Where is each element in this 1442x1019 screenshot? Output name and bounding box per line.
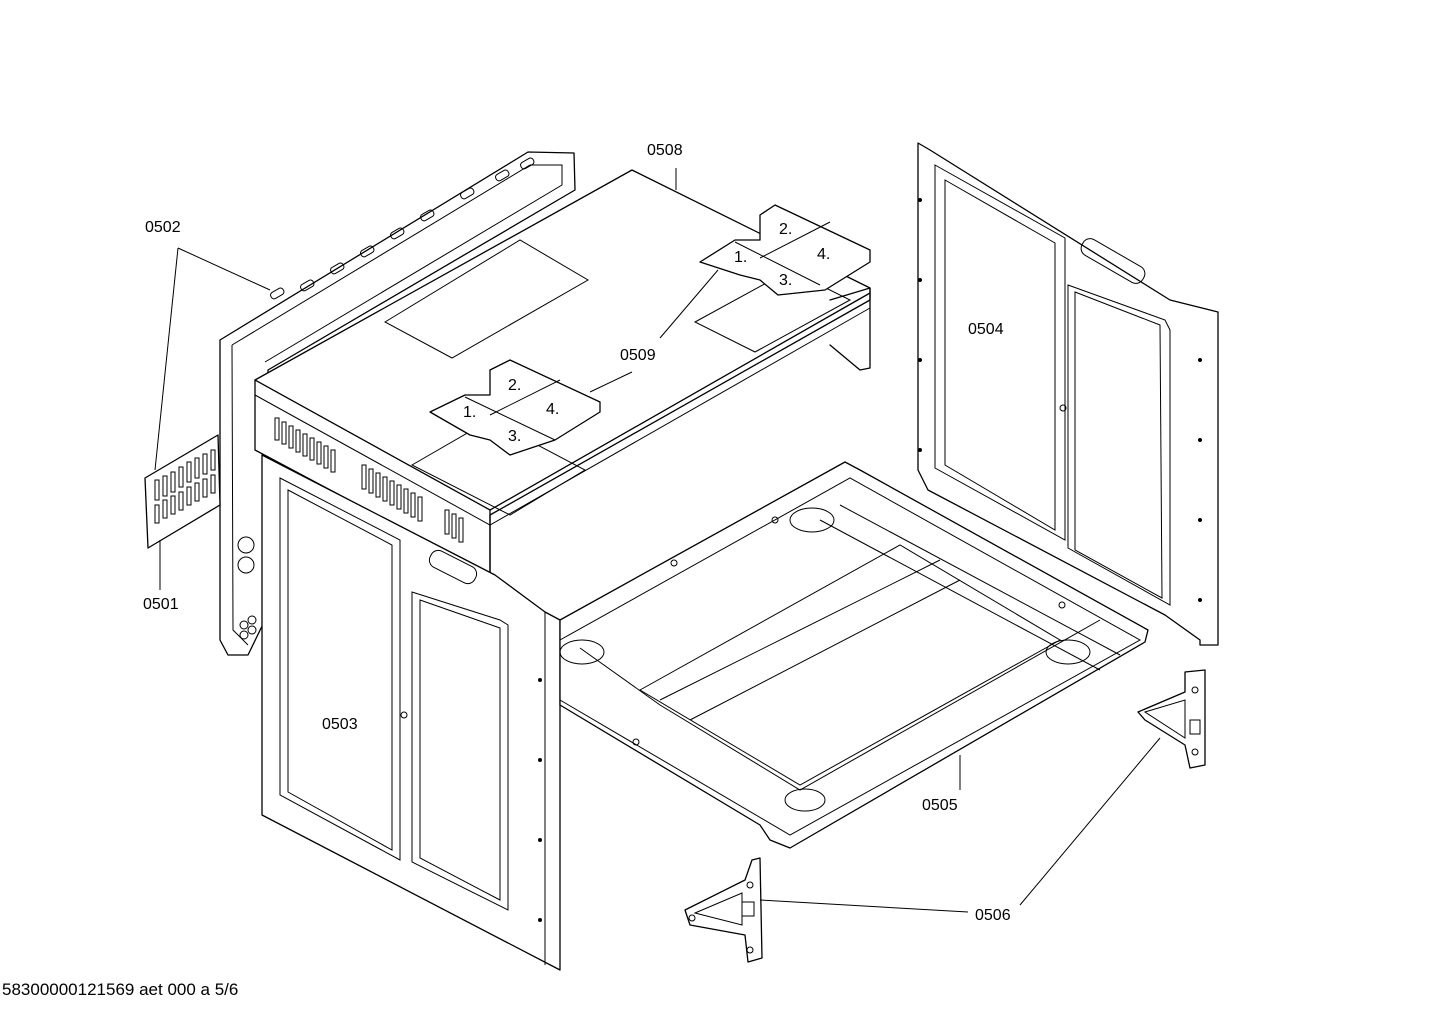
back-plate-slots (154, 449, 216, 524)
step-3-upper: 3. (779, 272, 792, 289)
top-cover-0508 (254, 169, 871, 576)
label-0503: 0503 (322, 716, 358, 733)
step-3-lower: 3. (508, 428, 521, 445)
step-2-upper: 2. (779, 221, 792, 238)
sticker-sheet-upper (699, 204, 871, 296)
vent-slots (270, 157, 535, 300)
side-vents (274, 417, 464, 543)
bottom-floor-panel-0505 (559, 461, 1149, 849)
step-2-lower: 2. (508, 377, 521, 394)
step-1-lower: 1. (463, 404, 476, 421)
step-1-upper: 1. (734, 249, 747, 266)
step-4-lower: 4. (546, 401, 559, 418)
bracket-lower-left-0506 (684, 857, 763, 963)
leader-lines (154, 168, 1161, 913)
step-4-upper: 4. (817, 246, 830, 263)
left-side-panel-0503 (261, 454, 561, 971)
label-0505: 0505 (922, 797, 958, 814)
sticker-step-labels: 2. 1. 4. 3. 2. 1. 4. 3. (463, 221, 830, 445)
bracket-upper-right-0506 (1137, 669, 1206, 769)
back-plate-0501 (144, 434, 221, 549)
label-0508: 0508 (647, 142, 683, 159)
right-side-panel-0504 (917, 142, 1219, 646)
label-0502: 0502 (145, 219, 181, 236)
part-labels: 0502 0501 0508 0509 0504 0503 0505 0506 (143, 142, 1011, 924)
sticker-sheet-lower (429, 359, 601, 456)
label-0509: 0509 (620, 347, 656, 364)
document-id: 58300000121569 aet 000 a 5/6 (2, 980, 239, 999)
label-0506: 0506 (975, 907, 1011, 924)
label-0504: 0504 (968, 321, 1004, 338)
label-0501: 0501 (143, 596, 179, 613)
back-frame-0502 (219, 151, 576, 656)
